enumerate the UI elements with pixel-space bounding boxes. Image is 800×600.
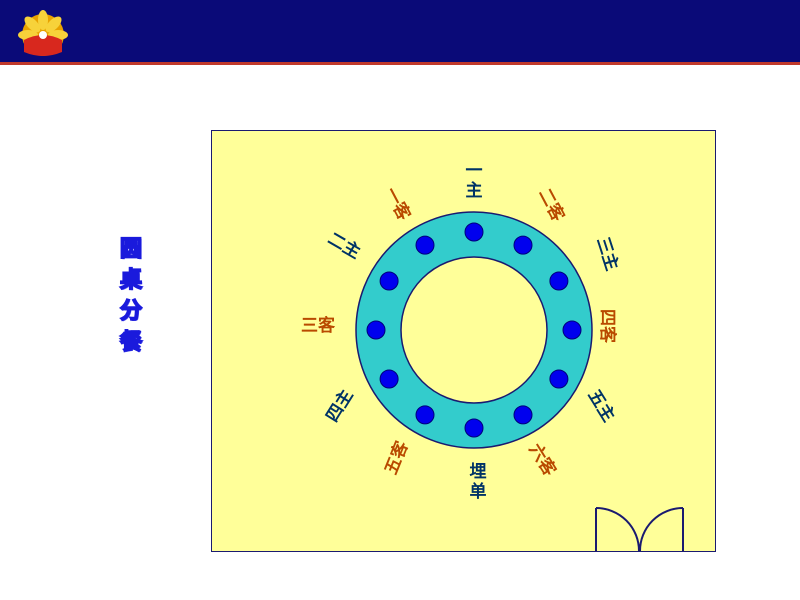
- seat-label-lower-left: 五客: [380, 437, 413, 477]
- title-char: 餐: [119, 329, 143, 356]
- seat-label-text: 一客: [380, 184, 415, 225]
- seat-label-text: 二主: [324, 228, 364, 263]
- seat-label-upper-right: 二客: [534, 185, 569, 226]
- vertical-title: 圆 桌 分 餐: [114, 234, 148, 358]
- seat-marker: [464, 222, 484, 242]
- seat-label-text: 四客: [597, 309, 618, 344]
- petal-shell-logo-icon: [18, 10, 68, 56]
- seat-marker: [415, 405, 435, 425]
- seat-label-char: 主: [466, 180, 483, 201]
- seat-label-upper-left: 一客: [380, 184, 415, 225]
- seat-label-char: 埋: [470, 462, 487, 482]
- seat-label-left-bottom: 四主: [322, 386, 358, 426]
- seat-label-text: 三客: [301, 315, 336, 336]
- title-char: 分: [119, 298, 143, 325]
- seat-label-left: 三客: [301, 315, 336, 336]
- title-char: 桌: [119, 267, 143, 294]
- seat-marker: [379, 271, 399, 291]
- title-char: 圆: [119, 236, 143, 263]
- seat-marker: [549, 271, 569, 291]
- seat-marker: [513, 405, 533, 425]
- seat-marker: [464, 418, 484, 438]
- door-icon: [595, 507, 684, 552]
- seat-label-char: 单: [470, 481, 487, 502]
- seat-label-right: 四客: [597, 309, 618, 344]
- seat-marker: [415, 235, 435, 255]
- seat-label-text: 六客: [525, 440, 561, 481]
- seat-marker: [379, 369, 399, 389]
- seat-label-text: 三主: [592, 234, 622, 273]
- seat-label-text: 四主: [322, 386, 358, 426]
- seat-label-bottom: 埋单: [470, 462, 487, 502]
- table-center: [400, 256, 548, 404]
- seat-label-char: 一: [466, 161, 483, 181]
- seat-label-lower-right: 六客: [525, 440, 561, 481]
- seat-marker: [513, 235, 533, 255]
- seat-label-text: 二客: [534, 185, 569, 226]
- seat-label-top: 一主: [466, 161, 483, 201]
- seat-label-left-top: 二主: [324, 228, 364, 263]
- seat-label-text: 五客: [380, 437, 413, 477]
- seat-marker: [562, 320, 582, 340]
- seat-label-right-top: 三主: [592, 234, 622, 273]
- header-bar: [0, 0, 800, 65]
- seat-label-text: 五主: [584, 386, 620, 426]
- seat-marker: [549, 369, 569, 389]
- seat-label-right-bottom: 五主: [584, 386, 620, 426]
- seat-marker: [366, 320, 386, 340]
